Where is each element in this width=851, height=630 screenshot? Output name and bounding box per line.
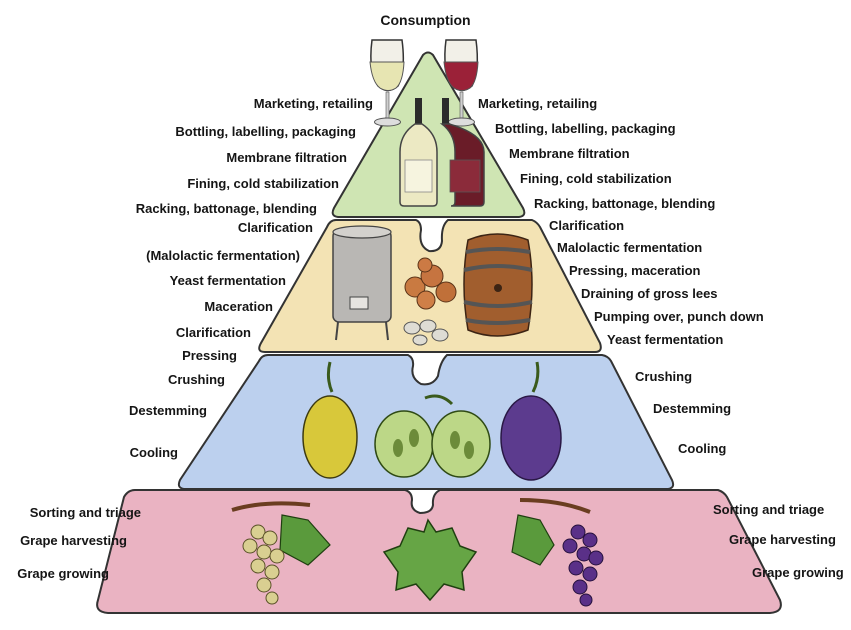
white-wine-glass-icon xyxy=(369,39,405,127)
top-left-label: Marketing, retailing xyxy=(253,96,373,111)
top-left-label: Racking, battonage, blending xyxy=(135,201,317,216)
second-left-label: (Malolactic fermentation) xyxy=(146,248,300,263)
top-left-label: Fining, cold stabilization xyxy=(187,176,339,191)
red-grape-icon xyxy=(500,361,562,481)
red-grape-cluster-icon xyxy=(511,498,604,607)
third-right-label: Cooling xyxy=(678,441,727,456)
top-right-label: Membrane filtration xyxy=(509,146,630,161)
white-grape-icon xyxy=(302,361,358,479)
top-right-label: Clarification xyxy=(549,218,625,233)
red-wine-glass-icon xyxy=(443,39,479,127)
top-left-label: Bottling, labelling, packaging xyxy=(175,124,356,139)
top-right-label: Fining, cold stabilization xyxy=(520,171,672,186)
pyramid-title: Consumption xyxy=(380,12,471,28)
bottom-left-label: Grape harvesting xyxy=(20,533,127,548)
top-left-label: Membrane filtration xyxy=(226,150,347,165)
steel-tank-icon xyxy=(332,225,392,341)
white-wine-bottle-icon xyxy=(399,98,438,207)
bottom-left-label: Grape growing xyxy=(17,566,109,581)
second-left-label: Maceration xyxy=(204,299,273,314)
white-grape-cluster-icon xyxy=(231,501,331,605)
second-left-label: Crushing xyxy=(167,372,225,387)
vine-leaf-icon xyxy=(382,518,478,602)
second-left-label: Yeast fermentation xyxy=(169,273,286,288)
top-left-label: Clarification xyxy=(237,220,313,235)
bottom-right-label: Sorting and triage xyxy=(713,502,825,517)
third-right-label: Crushing xyxy=(635,369,693,384)
second-right-label: Pumping over, punch down xyxy=(594,309,764,324)
bottom-left-label: Sorting and triage xyxy=(29,505,141,520)
red-wine-bottle-icon xyxy=(439,98,485,207)
top-right-label: Racking, battonage, blending xyxy=(534,196,716,211)
top-right-label: Bottling, labelling, packaging xyxy=(495,121,676,136)
yeast-cells-icon xyxy=(403,319,449,346)
third-left-label: Cooling xyxy=(129,445,178,460)
third-right-label: Destemming xyxy=(653,401,732,416)
third-left-label: Destemming xyxy=(128,403,207,418)
bottom-right-label: Grape harvesting xyxy=(729,532,836,547)
pomace-icon xyxy=(404,257,457,310)
second-right-label: Draining of gross lees xyxy=(581,286,718,301)
second-left-label: Pressing xyxy=(182,348,237,363)
second-right-label: Pressing, maceration xyxy=(569,263,701,278)
bottom-right-label: Grape growing xyxy=(752,565,844,580)
second-right-label: Malolactic fermentation xyxy=(557,240,703,255)
top-right-label: Marketing, retailing xyxy=(478,96,598,111)
cut-grape-icon xyxy=(374,394,491,478)
second-left-label: Clarification xyxy=(175,325,251,340)
second-right-label: Yeast fermentation xyxy=(607,332,724,347)
wooden-barrel-icon xyxy=(463,233,533,337)
